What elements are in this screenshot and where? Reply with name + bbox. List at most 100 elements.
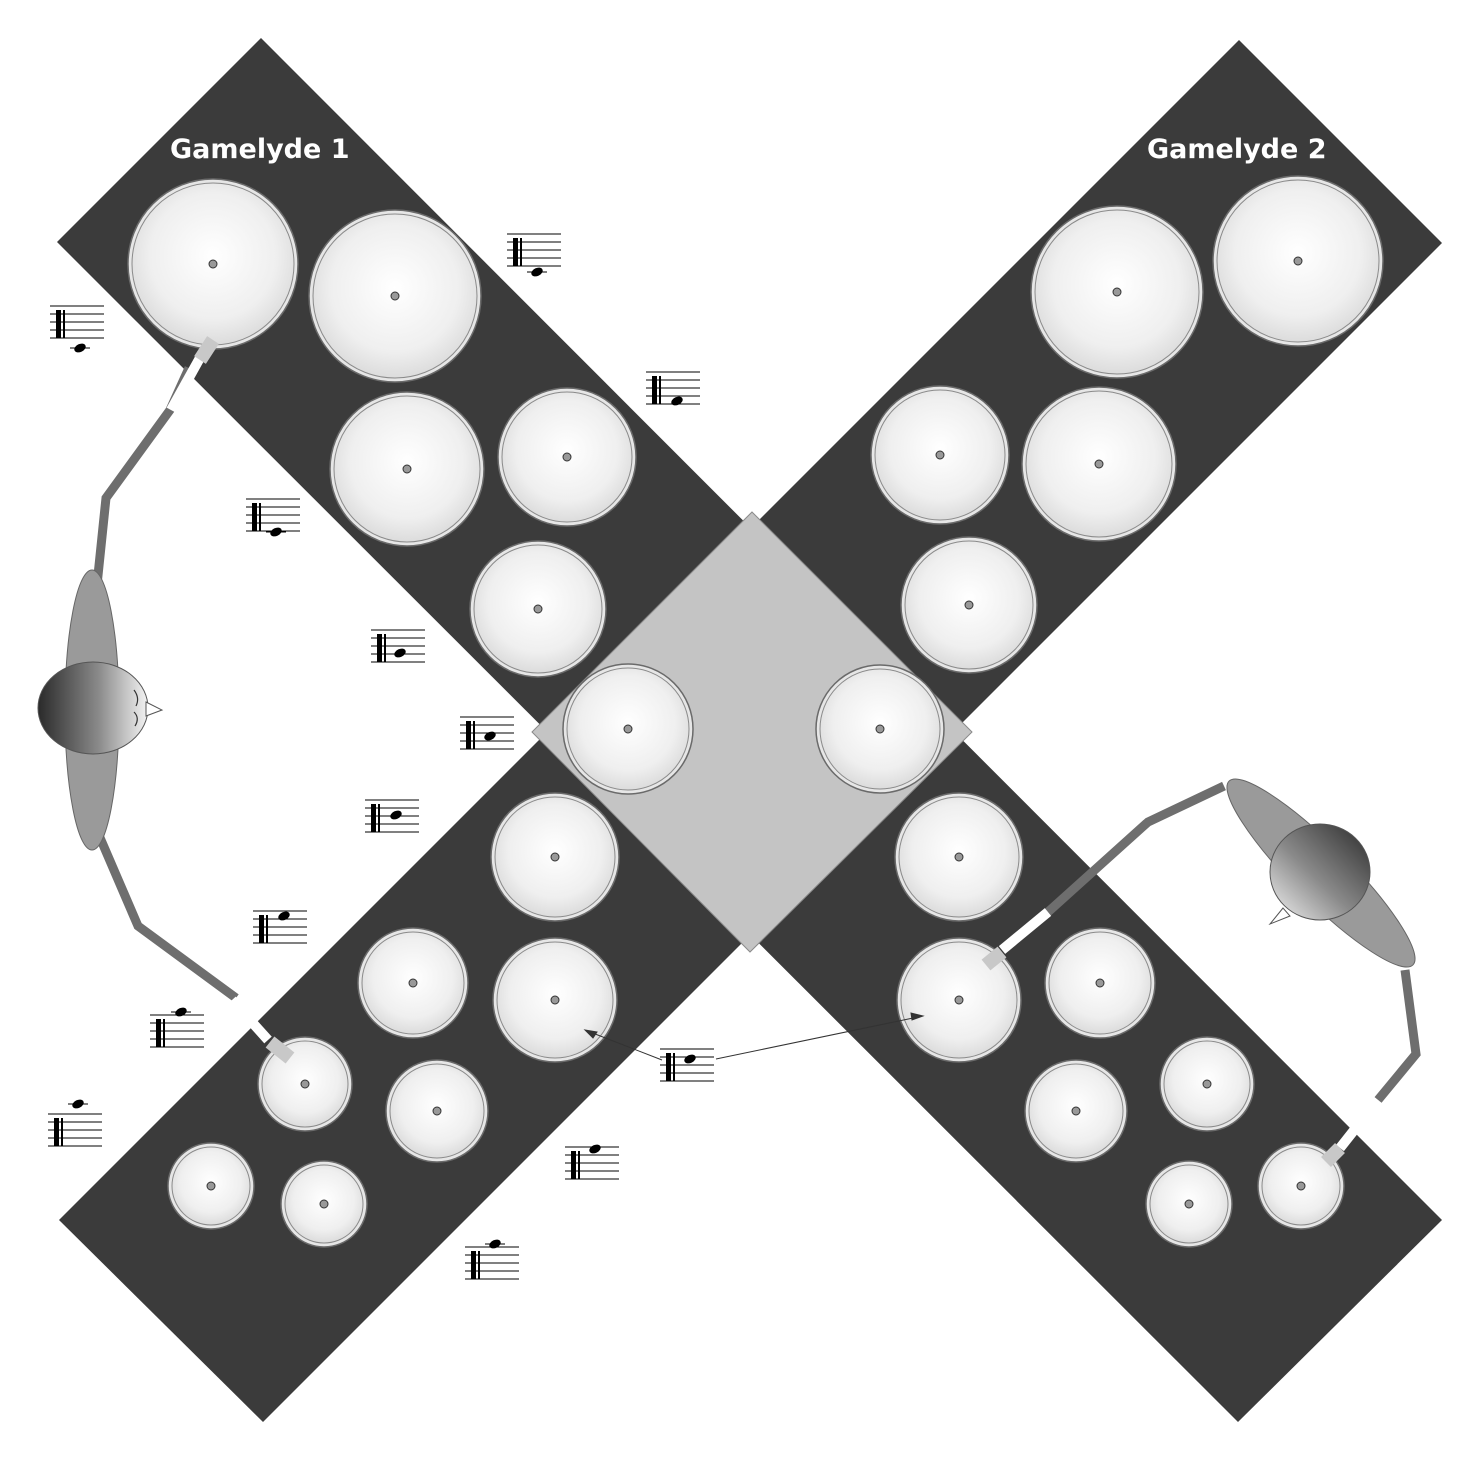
clef-bar — [652, 376, 657, 404]
clef-bar-thin — [61, 1118, 63, 1146]
clef-bar — [156, 1019, 161, 1047]
mallet-grip-upper-right — [998, 908, 1052, 954]
clef-bar-thin — [473, 721, 475, 749]
bowl-center-dot — [1095, 978, 1105, 988]
bowl-group — [127, 175, 1384, 1248]
music-note-staff-icon — [48, 1099, 102, 1147]
singing-bowl-icon — [357, 927, 469, 1039]
music-note-staff-icon — [507, 233, 561, 277]
mallet-cap-upper-right — [981, 946, 1007, 971]
note-group — [48, 233, 714, 1280]
clef-bar-thin — [163, 1019, 165, 1047]
singing-bowl-icon — [127, 178, 299, 350]
bowl-center-dot — [390, 291, 400, 301]
bowl-center-dot — [402, 464, 412, 474]
note-head — [684, 1054, 696, 1064]
clef-bar-thin — [378, 804, 380, 832]
bowl-center-dot — [206, 1181, 216, 1191]
mallet-grip-lower-left — [228, 996, 272, 1044]
note-head — [175, 1007, 187, 1017]
bowl-center-dot — [1112, 287, 1122, 297]
music-note-staff-icon — [646, 371, 700, 406]
singing-bowl-icon — [870, 385, 1010, 525]
bowl-center-dot — [550, 995, 560, 1005]
bowl-center-dot — [964, 600, 974, 610]
mallet-cap-upper-left — [194, 336, 219, 364]
bowl-center-dot — [954, 852, 964, 862]
bowl-center-dot — [1293, 256, 1303, 266]
singing-bowl-icon — [900, 536, 1038, 674]
bowl-center-dot — [1296, 1181, 1306, 1191]
singing-bowl-icon — [562, 663, 694, 795]
singing-bowl-icon — [257, 1036, 353, 1132]
arrow-line-right — [715, 1016, 919, 1060]
bowl-center-dot — [954, 995, 964, 1005]
singing-bowl-icon — [308, 209, 482, 383]
bowl-center-dot — [1184, 1199, 1194, 1209]
singing-bowl-icon — [1159, 1036, 1255, 1132]
bird-left-eye-brow-2 — [133, 711, 138, 727]
singing-bowl-icon — [1021, 386, 1177, 542]
singing-bowl-icon — [490, 792, 620, 922]
bowl-center-dot — [1094, 459, 1104, 469]
music-note-staff-icon — [246, 498, 300, 537]
note-head — [671, 396, 683, 406]
clef-bar — [466, 721, 471, 749]
note-head — [489, 1239, 501, 1249]
bowl-center-dot — [562, 452, 572, 462]
singing-bowl-icon — [497, 387, 637, 527]
singing-bowl-icon — [329, 391, 485, 547]
music-note-staff-icon — [371, 629, 425, 663]
music-note-staff-icon — [365, 799, 419, 833]
clef-bar-thin — [520, 238, 522, 266]
note-head — [589, 1144, 601, 1154]
bowl-center-dot — [935, 450, 945, 460]
arrow-head-right — [910, 1012, 925, 1021]
arrow-line-left — [589, 1031, 663, 1061]
music-note-staff-icon — [660, 1048, 714, 1082]
center-square — [531, 511, 973, 953]
singing-bowl-icon — [1145, 1160, 1233, 1248]
music-note-staff-icon — [460, 716, 514, 750]
bowl-center-dot — [550, 852, 560, 862]
clef-bar — [377, 634, 382, 662]
mallet-cap-lower-left — [265, 1036, 295, 1064]
mallet-cap-lower-right — [1321, 1143, 1345, 1167]
bowl-center-dot — [432, 1106, 442, 1116]
music-note-staff-icon — [50, 305, 104, 353]
arrow-head-left — [583, 1029, 598, 1039]
note-head — [270, 527, 282, 537]
singing-bowl-icon — [894, 792, 1024, 922]
bird-right — [981, 778, 1421, 1167]
bird-right-body — [1269, 823, 1371, 921]
label-gamelyde-2: Gamelyde 2 — [1147, 134, 1327, 165]
clef-bar-thin — [266, 915, 268, 943]
clef-bar-thin — [259, 503, 261, 531]
mallet-grip-lower-right — [1336, 1096, 1382, 1152]
bowl-center-dot — [1071, 1106, 1081, 1116]
bowl-center-dot — [319, 1199, 329, 1209]
clef-bar-thin — [673, 1053, 675, 1081]
clef-bar-thin — [659, 376, 661, 404]
note-arrows — [583, 1012, 925, 1061]
clef-bar-thin — [63, 310, 65, 338]
clef-bar — [56, 310, 61, 338]
note-head — [531, 267, 543, 277]
singing-bowl-icon — [469, 540, 607, 678]
label-gamelyde-1: Gamelyde 1 — [170, 134, 350, 165]
note-head — [72, 1099, 84, 1109]
clef-bar-thin — [578, 1151, 580, 1179]
bird-left-body — [37, 661, 149, 755]
singing-bowl-icon — [815, 664, 945, 794]
clef-bar — [571, 1151, 576, 1179]
bird-left — [37, 336, 295, 1064]
singing-bowl-icon — [1030, 205, 1204, 379]
beak-icon — [1268, 907, 1291, 926]
bowl-center-dot — [623, 724, 633, 734]
singing-bowl-icon — [1044, 927, 1156, 1039]
clef-bar — [471, 1251, 476, 1279]
singing-bowl-icon — [385, 1059, 489, 1163]
singing-bowl-icon — [492, 937, 618, 1063]
bowl-center-dot — [300, 1079, 310, 1089]
